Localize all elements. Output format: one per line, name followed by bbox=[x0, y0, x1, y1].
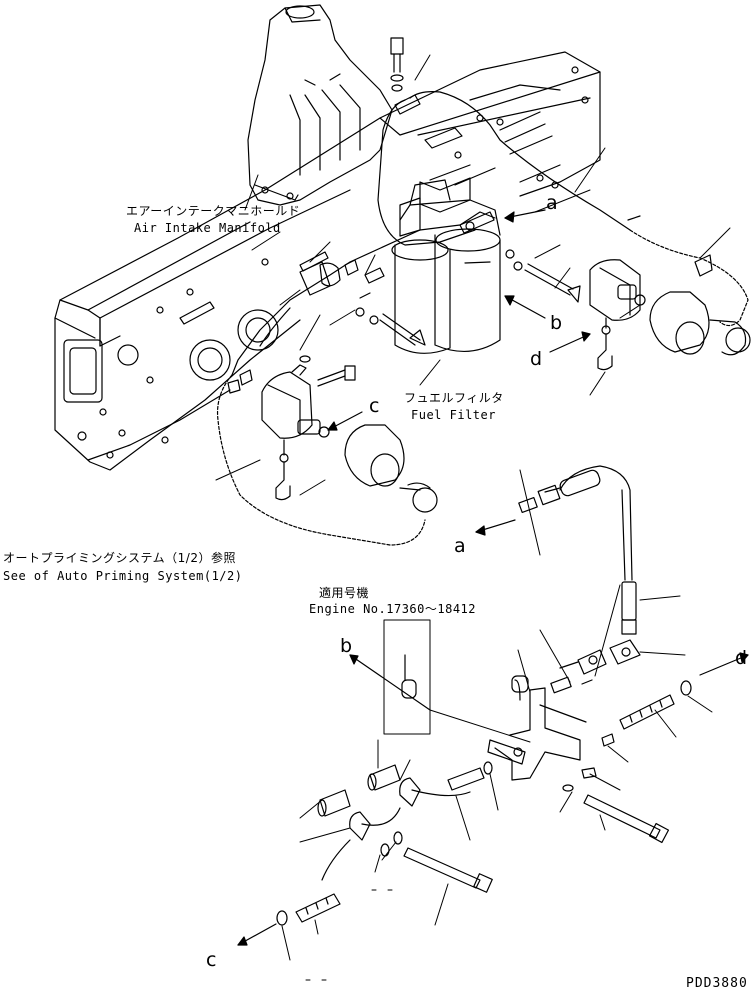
ref-d-upper: d bbox=[530, 348, 543, 370]
ref-c-lower: c bbox=[206, 949, 217, 971]
priming-ref-label-jp: オートプライミングシステム（1/2）参照 bbox=[3, 551, 236, 565]
ref-arrows-upper bbox=[328, 210, 590, 430]
engine-number-label: Engine No.17360～18412 bbox=[309, 602, 476, 616]
applicable-label-jp: 適用号機 bbox=[319, 586, 370, 600]
fuel-filter-label-en: Fuel Filter bbox=[411, 408, 496, 422]
ref-a-lower: a bbox=[454, 535, 466, 557]
fuel-filter bbox=[392, 180, 500, 353]
fuel-line-lower bbox=[218, 225, 460, 545]
fuel-filter-label-jp: フュエルフィルタ bbox=[404, 391, 504, 405]
leader-lines-lower bbox=[282, 470, 712, 960]
applicable-part-box bbox=[384, 620, 430, 734]
priming-ref-label-en: See of Auto Priming System(1/2) bbox=[3, 569, 243, 583]
fuel-line-upper bbox=[378, 38, 748, 326]
ref-b-lower: b bbox=[340, 635, 353, 657]
ref-arrows-lower bbox=[238, 520, 748, 945]
ref-a-upper: a bbox=[546, 192, 558, 214]
lower-exploded-view bbox=[277, 466, 691, 925]
tick-marks bbox=[306, 890, 392, 980]
priming-pump-center bbox=[262, 356, 437, 512]
priming-pump-right bbox=[590, 260, 750, 370]
ref-c-upper: c bbox=[369, 395, 380, 417]
leader-lines-upper bbox=[216, 55, 730, 495]
intake-manifold-label-en: Air Intake Manifold bbox=[134, 221, 281, 235]
ref-b-upper: b bbox=[550, 312, 563, 334]
engine-block bbox=[55, 52, 600, 470]
drawing-code: PDD3880 bbox=[686, 976, 748, 991]
air-intake-manifold bbox=[248, 5, 392, 205]
filter-fittings bbox=[356, 250, 580, 345]
ref-d-lower: d bbox=[735, 647, 748, 669]
intake-manifold-label-jp: エアーインテークマニホールド bbox=[126, 204, 301, 218]
